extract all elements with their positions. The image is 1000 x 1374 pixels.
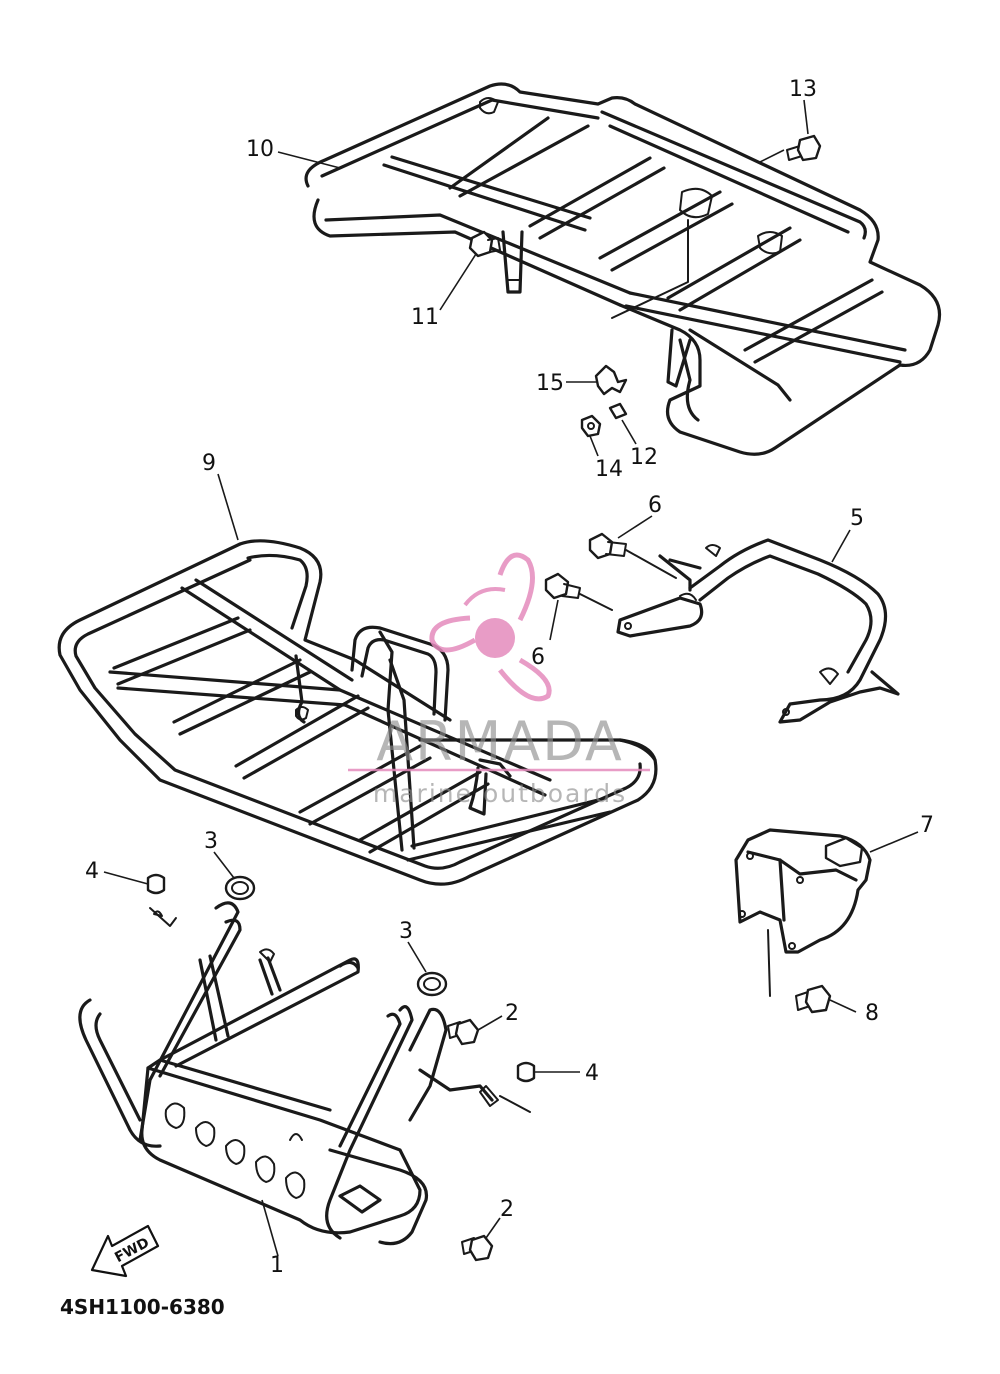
watermark-brand: ARMADA bbox=[376, 710, 624, 773]
leader-lines bbox=[103, 99, 919, 1257]
callout-11: 11 bbox=[411, 305, 439, 330]
callout-1: 1 bbox=[270, 1253, 284, 1278]
collar-12-drawing bbox=[608, 402, 628, 420]
front-bumper-drawing bbox=[78, 901, 531, 1246]
front-carrier-drawing bbox=[57, 539, 658, 886]
cap-4-lower-drawing bbox=[516, 1061, 536, 1083]
callout-2-upper: 2 bbox=[505, 1001, 519, 1026]
callout-3-lower: 3 bbox=[399, 919, 413, 944]
callout-6-upper: 6 bbox=[648, 493, 662, 518]
bolt-13-drawing bbox=[786, 134, 822, 162]
callout-6-lower: 6 bbox=[531, 645, 545, 670]
bracket-7-drawing bbox=[734, 828, 872, 997]
callout-3-upper: 3 bbox=[204, 829, 218, 854]
callout-4-upper: 4 bbox=[85, 859, 99, 884]
cap-4-upper-drawing bbox=[146, 873, 166, 895]
fwd-arrow: FWD bbox=[90, 1224, 160, 1278]
nut-14-drawing bbox=[580, 414, 602, 438]
callout-15: 15 bbox=[536, 371, 564, 396]
clip-15-drawing bbox=[594, 364, 628, 396]
bolt-6-upper-drawing bbox=[588, 532, 677, 579]
callout-10: 10 bbox=[246, 137, 274, 162]
callout-8: 8 bbox=[865, 1001, 879, 1026]
bolt-6-lower-drawing bbox=[544, 572, 613, 611]
grommet-3-lower-drawing bbox=[416, 971, 448, 997]
grommet-3-upper-drawing bbox=[224, 875, 256, 901]
callout-7: 7 bbox=[920, 813, 934, 838]
propeller-logo-icon bbox=[429, 552, 552, 702]
callout-12: 12 bbox=[630, 445, 658, 470]
callout-4-lower: 4 bbox=[585, 1061, 599, 1086]
bolt-2-lower-drawing bbox=[461, 1234, 494, 1262]
fwd-arrow-icon bbox=[90, 1224, 160, 1278]
bolt-8-drawing bbox=[795, 984, 832, 1014]
callout-2-lower: 2 bbox=[500, 1197, 514, 1222]
callout-9: 9 bbox=[202, 451, 216, 476]
guard-bar-drawing bbox=[616, 538, 900, 724]
drawing-code: 4SH1100-6380 bbox=[60, 1295, 225, 1319]
rear-carrier-drawing bbox=[304, 82, 942, 456]
watermark-tagline: marine outboards bbox=[373, 779, 627, 808]
bolt-2-upper-drawing bbox=[447, 1018, 480, 1046]
callout-14: 14 bbox=[595, 457, 623, 482]
callout-5: 5 bbox=[850, 506, 864, 531]
callout-13: 13 bbox=[789, 77, 817, 102]
armada-watermark: ARMADA marine outboards bbox=[348, 552, 650, 808]
callout-labels: 1 2 2 3 3 4 4 5 6 6 7 8 9 10 11 12 13 14… bbox=[85, 77, 934, 1278]
bolt-11-drawing bbox=[468, 230, 501, 258]
